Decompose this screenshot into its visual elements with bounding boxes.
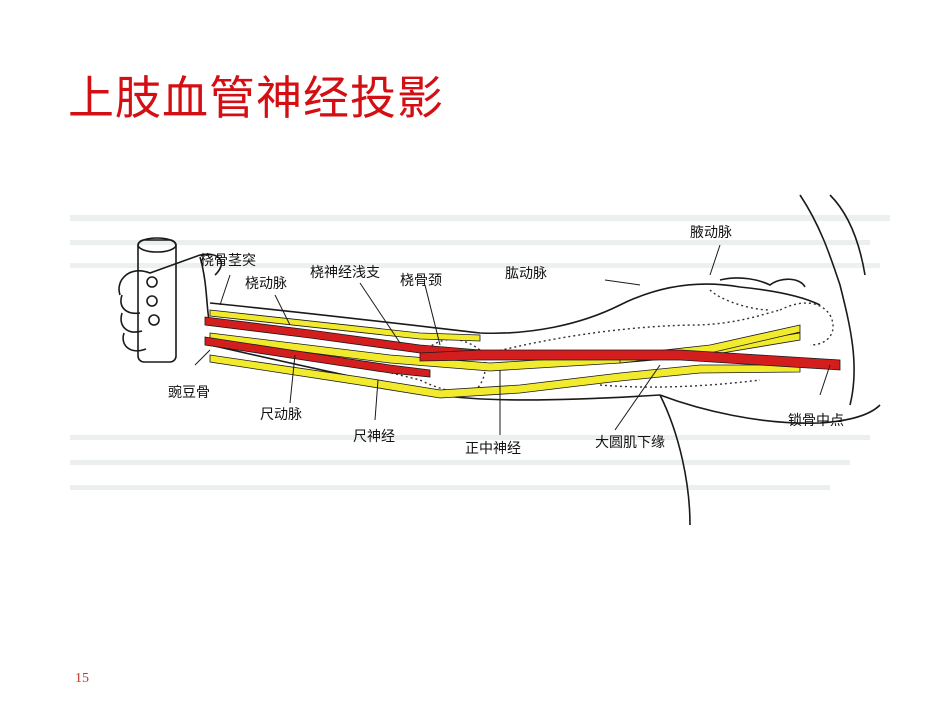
arm-diagram-svg: 桡骨茎突 桡动脉 桡神经浅支 桡骨颈 肱动脉 腋动脉 豌豆骨 尺动脉 尺神经 正… (70, 194, 890, 525)
label-superficial-radial-nerve: 桡神经浅支 (310, 265, 380, 281)
label-ulnar-artery: 尺动脉 (260, 407, 302, 423)
arm-vessel-nerve-diagram: 桡骨茎突 桡动脉 桡神经浅支 桡骨颈 肱动脉 腋动脉 豌豆骨 尺动脉 尺神经 正… (60, 185, 890, 525)
arteries (204, 316, 841, 378)
background-texture (70, 215, 890, 490)
label-axillary-artery: 腋动脉 (690, 225, 732, 241)
brachial-artery-path (419, 349, 841, 371)
arm-outline (209, 194, 881, 525)
page-number: 15 (75, 671, 89, 686)
ulnar-nerve (209, 354, 801, 399)
hand-outline (118, 237, 223, 363)
label-radial-artery: 桡动脉 (245, 276, 287, 292)
ulnar-artery-path (204, 336, 431, 378)
superficial-radial-nerve (209, 309, 481, 342)
label-brachial-artery: 肱动脉 (505, 266, 547, 282)
label-ulnar-nerve: 尺神经 (353, 429, 395, 445)
label-radial-neck: 桡骨颈 (400, 273, 442, 289)
label-pisiform: 豌豆骨 (168, 385, 210, 401)
label-median-nerve: 正中神经 (465, 441, 521, 457)
leader-lines (194, 244, 831, 435)
slide-title: 上肢血管神经投影 (68, 71, 444, 125)
label-clavicle-midpoint: 锁骨中点 (788, 413, 844, 429)
label-radial-styloid: 桡骨茎突 (200, 253, 256, 269)
label-teres-major-lower-border: 大圆肌下缘 (595, 435, 665, 451)
